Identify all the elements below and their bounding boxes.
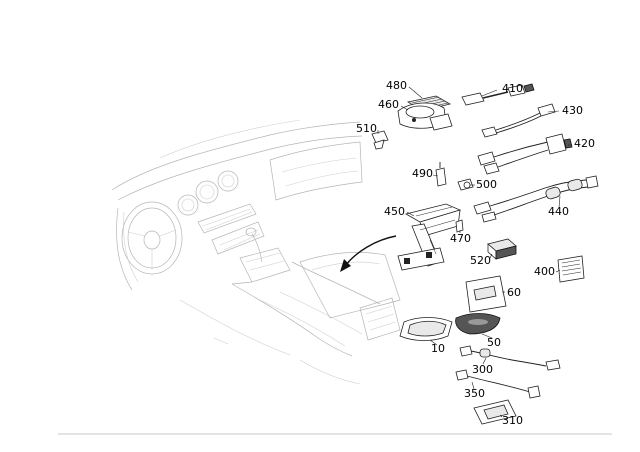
part-450-cradle — [397, 203, 462, 271]
part-420-harness — [477, 133, 573, 175]
part-490-bracket — [435, 162, 447, 187]
label-490: 490 — [412, 167, 433, 180]
label-400: 400 — [534, 265, 555, 278]
label-480: 480 — [386, 79, 407, 92]
vehicle-interior-illustration — [111, 119, 401, 385]
label-60: 60 — [507, 286, 521, 299]
part-410-cable — [461, 83, 535, 106]
part-labels: 480 410 460 430 510 420 490 500 450 440 … — [356, 79, 595, 427]
label-520: 520 — [470, 254, 491, 267]
label-10: 10 — [431, 342, 445, 355]
label-420: 420 — [574, 137, 595, 150]
label-350: 350 — [464, 387, 485, 400]
leader-lines — [377, 86, 572, 418]
part-350-cable — [455, 369, 541, 399]
install-direction-arrow — [340, 235, 397, 272]
part-430-cable — [481, 103, 556, 138]
label-450: 450 — [384, 205, 405, 218]
part-400-module — [557, 255, 585, 283]
label-470: 470 — [450, 232, 471, 245]
label-50: 50 — [487, 336, 501, 349]
part-440-harness — [473, 175, 599, 223]
part-300-cable — [459, 345, 561, 371]
part-50-device — [455, 313, 501, 335]
part-500-clip — [457, 178, 474, 191]
part-310-plate — [473, 399, 517, 425]
label-440: 440 — [548, 205, 569, 218]
label-460: 460 — [378, 98, 399, 111]
part-60-card — [465, 275, 507, 313]
label-430: 430 — [562, 104, 583, 117]
part-470-screw — [455, 219, 464, 233]
part-460-holder — [397, 102, 453, 131]
part-510-clip — [371, 130, 389, 150]
part-520-module — [487, 238, 517, 260]
part-10-tray — [399, 317, 453, 341]
label-410: 410 — [502, 82, 523, 95]
label-510: 510 — [356, 122, 377, 135]
label-300: 300 — [472, 363, 493, 376]
label-310: 310 — [502, 414, 523, 427]
label-500: 500 — [476, 178, 497, 191]
